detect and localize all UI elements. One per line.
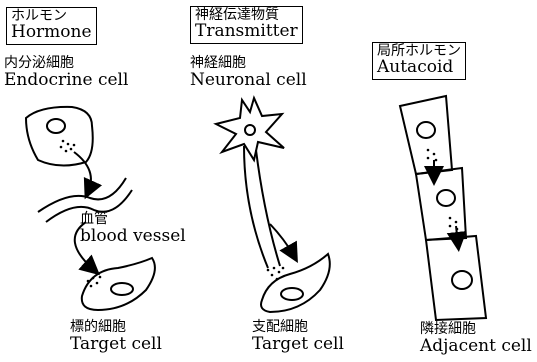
neuronal-cell-jp: 神経細胞 bbox=[190, 56, 307, 71]
adjacent-cell-jp: 隣接細胞 bbox=[420, 322, 532, 337]
transmitter-box-en: Transmitter bbox=[195, 23, 298, 41]
endocrine-cell-label: 内分泌細胞 Endocrine cell bbox=[4, 56, 128, 90]
transmitter-box: 神経伝達物質 Transmitter bbox=[190, 6, 303, 44]
transmitter-target-label: 支配細胞 Target cell bbox=[252, 320, 344, 354]
blood-vessel-jp: 血管 bbox=[80, 212, 186, 227]
neuron-cell-body bbox=[216, 98, 284, 160]
hormone-target-cell bbox=[82, 258, 155, 310]
endocrine-cell-en: Endocrine cell bbox=[4, 71, 128, 90]
innervated-cell bbox=[261, 254, 330, 312]
hormone-target-label: 標的細胞 Target cell bbox=[70, 320, 162, 354]
adjacent-cell-bottom bbox=[426, 236, 486, 320]
neuronal-cell-en: Neuronal cell bbox=[190, 71, 307, 90]
adjacent-cell-middle bbox=[416, 168, 466, 240]
axon bbox=[244, 146, 280, 268]
neuronal-cell-label: 神経細胞 Neuronal cell bbox=[190, 56, 307, 90]
adjacent-cell-top bbox=[400, 96, 452, 174]
blood-vessel-en: blood vessel bbox=[80, 227, 186, 246]
neuron-terminal-dots bbox=[267, 267, 285, 281]
transmitter-target-jp: 支配細胞 bbox=[252, 320, 344, 335]
autacoid-box: 局所ホルモン Autacoid bbox=[372, 42, 466, 80]
endocrine-cell-jp: 内分泌細胞 bbox=[4, 56, 128, 71]
adjacent-cell-label: 隣接細胞 Adjacent cell bbox=[420, 322, 532, 356]
hormone-receptor-dots bbox=[87, 276, 102, 288]
hormone-box: ホルモン Hormone bbox=[6, 7, 97, 45]
endocrine-granules bbox=[60, 140, 76, 153]
hormone-target-jp: 標的細胞 bbox=[70, 320, 162, 335]
adjacent-cell-en: Adjacent cell bbox=[420, 337, 532, 356]
hormone-target-en: Target cell bbox=[70, 335, 162, 354]
autacoid-box-en: Autacoid bbox=[377, 59, 461, 77]
transmitter-target-en: Target cell bbox=[252, 335, 344, 354]
endocrine-cell bbox=[26, 107, 93, 166]
hormone-box-en: Hormone bbox=[11, 24, 92, 42]
blood-vessel-label: 血管 blood vessel bbox=[80, 212, 186, 246]
autacoid-dots-top bbox=[427, 149, 438, 162]
